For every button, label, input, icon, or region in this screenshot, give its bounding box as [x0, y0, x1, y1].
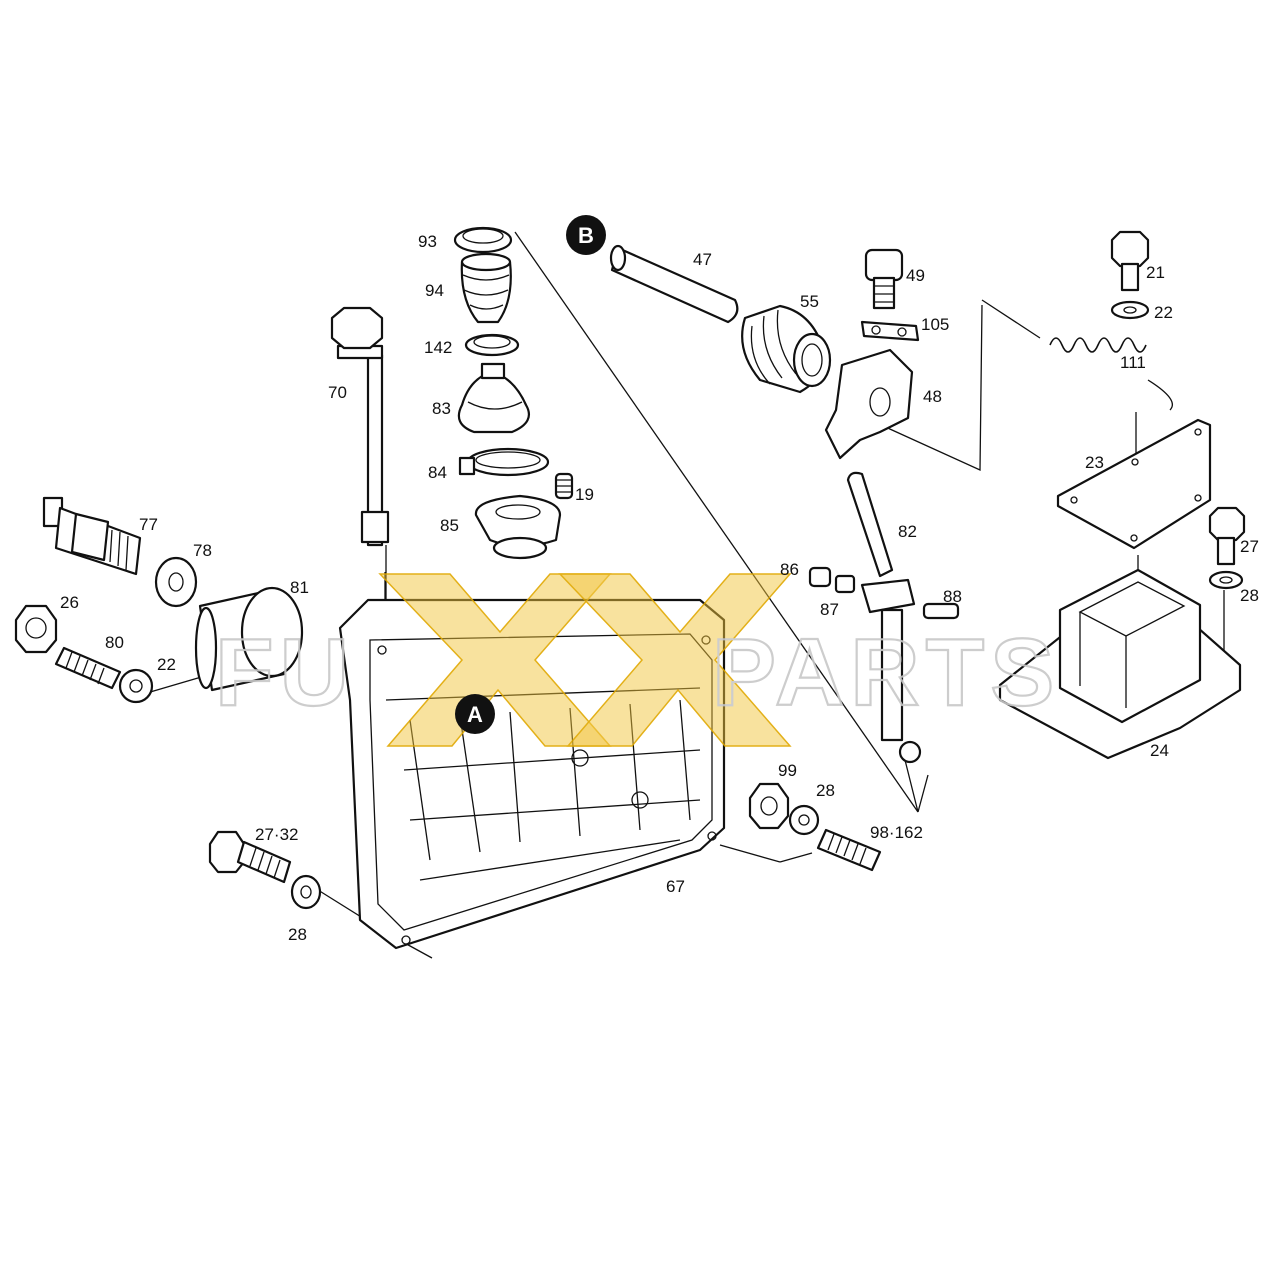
label-82: 82 [898, 522, 917, 541]
label-24: 24 [1150, 741, 1169, 760]
label-28-mid: 28 [816, 781, 835, 800]
label-94: 94 [425, 281, 444, 300]
label-28-bottom: 28 [288, 925, 307, 944]
label-49: 49 [906, 266, 925, 285]
part-19-spring [554, 472, 574, 500]
part-24-cover [998, 568, 1242, 760]
part-labels: 93 94 142 83 84 19 85 70 77 78 81 26 80 … [60, 232, 1259, 944]
hex-head-icon [330, 306, 384, 350]
part-27-bolt [1208, 506, 1246, 566]
label-81: 81 [290, 578, 309, 597]
label-85: 85 [440, 516, 459, 535]
part-22-washer-left [118, 668, 154, 704]
marker-a: A [455, 694, 495, 734]
label-93: 93 [418, 232, 437, 251]
part-80-stud [54, 646, 122, 690]
svg-text:A: A [467, 702, 483, 727]
label-80: 80 [105, 633, 124, 652]
label-70: 70 [328, 383, 347, 402]
label-105: 105 [921, 315, 949, 334]
label-47: 47 [693, 250, 712, 269]
part-99-nut [748, 782, 790, 830]
part-21-bolt [1110, 230, 1150, 292]
svg-text:B: B [578, 223, 594, 248]
label-23: 23 [1085, 453, 1104, 472]
label-22-right: 22 [1154, 303, 1173, 322]
part-88-pin [922, 602, 960, 620]
part-26-nut [14, 604, 58, 654]
part-86-pin [808, 566, 832, 588]
part-82-lever [846, 471, 922, 764]
part-77-switch [42, 496, 142, 576]
part-84-clamp [458, 447, 550, 477]
label-84: 84 [428, 463, 447, 482]
marker-b: B [566, 215, 606, 255]
label-67: 67 [666, 877, 685, 896]
watermark-left: FU [215, 619, 355, 726]
label-27-right: 27 [1240, 537, 1259, 556]
watermark-right: PARTS [712, 619, 1060, 726]
label-27-32: 27·32 [255, 825, 298, 844]
label-142: 142 [424, 338, 452, 357]
part-83-boot [457, 362, 530, 434]
label-77: 77 [139, 515, 158, 534]
label-88: 88 [943, 587, 962, 606]
part-78-washer [154, 556, 198, 608]
label-86: 86 [780, 560, 799, 579]
watermark-x2-icon [558, 573, 792, 747]
part-81-cap [194, 586, 304, 692]
label-99: 99 [778, 761, 797, 780]
part-27-32-bolt [208, 830, 292, 884]
part-28-washer-bottom [290, 874, 322, 910]
part-55-bellows [741, 304, 832, 394]
label-19: 19 [575, 485, 594, 504]
label-48: 48 [923, 387, 942, 406]
part-93-circlip [453, 226, 513, 254]
label-21: 21 [1146, 263, 1165, 282]
label-22-left: 22 [157, 655, 176, 674]
label-78: 78 [193, 541, 212, 560]
part-87-pin [834, 574, 856, 594]
label-111: 111 [1120, 353, 1146, 372]
part-49-bolt [864, 248, 904, 310]
label-55: 55 [800, 292, 819, 311]
part-98-162-stud [816, 828, 882, 872]
part-67-housing [338, 598, 726, 950]
part-94-bellows [460, 252, 512, 324]
leader-lines [139, 231, 1225, 959]
watermark: FU PARTS [214, 573, 1060, 747]
label-98-162: 98·162 [870, 823, 923, 842]
label-28-right: 28 [1240, 586, 1259, 605]
part-142-clip [464, 333, 520, 357]
label-83: 83 [432, 399, 451, 418]
part-28-washer-mid [788, 804, 820, 836]
part-48-selector [824, 348, 914, 460]
label-87: 87 [820, 600, 839, 619]
part-105-lockplate [860, 320, 920, 342]
part-23-gasket [1056, 418, 1212, 550]
part-85-retainer [474, 494, 562, 560]
label-26: 26 [60, 593, 79, 612]
part-22-washer-top [1110, 300, 1150, 320]
part-47-shaft [609, 244, 739, 324]
part-28-washer [1208, 570, 1244, 590]
part-70-dipstick [330, 306, 390, 547]
part-111-spring [981, 299, 1174, 411]
